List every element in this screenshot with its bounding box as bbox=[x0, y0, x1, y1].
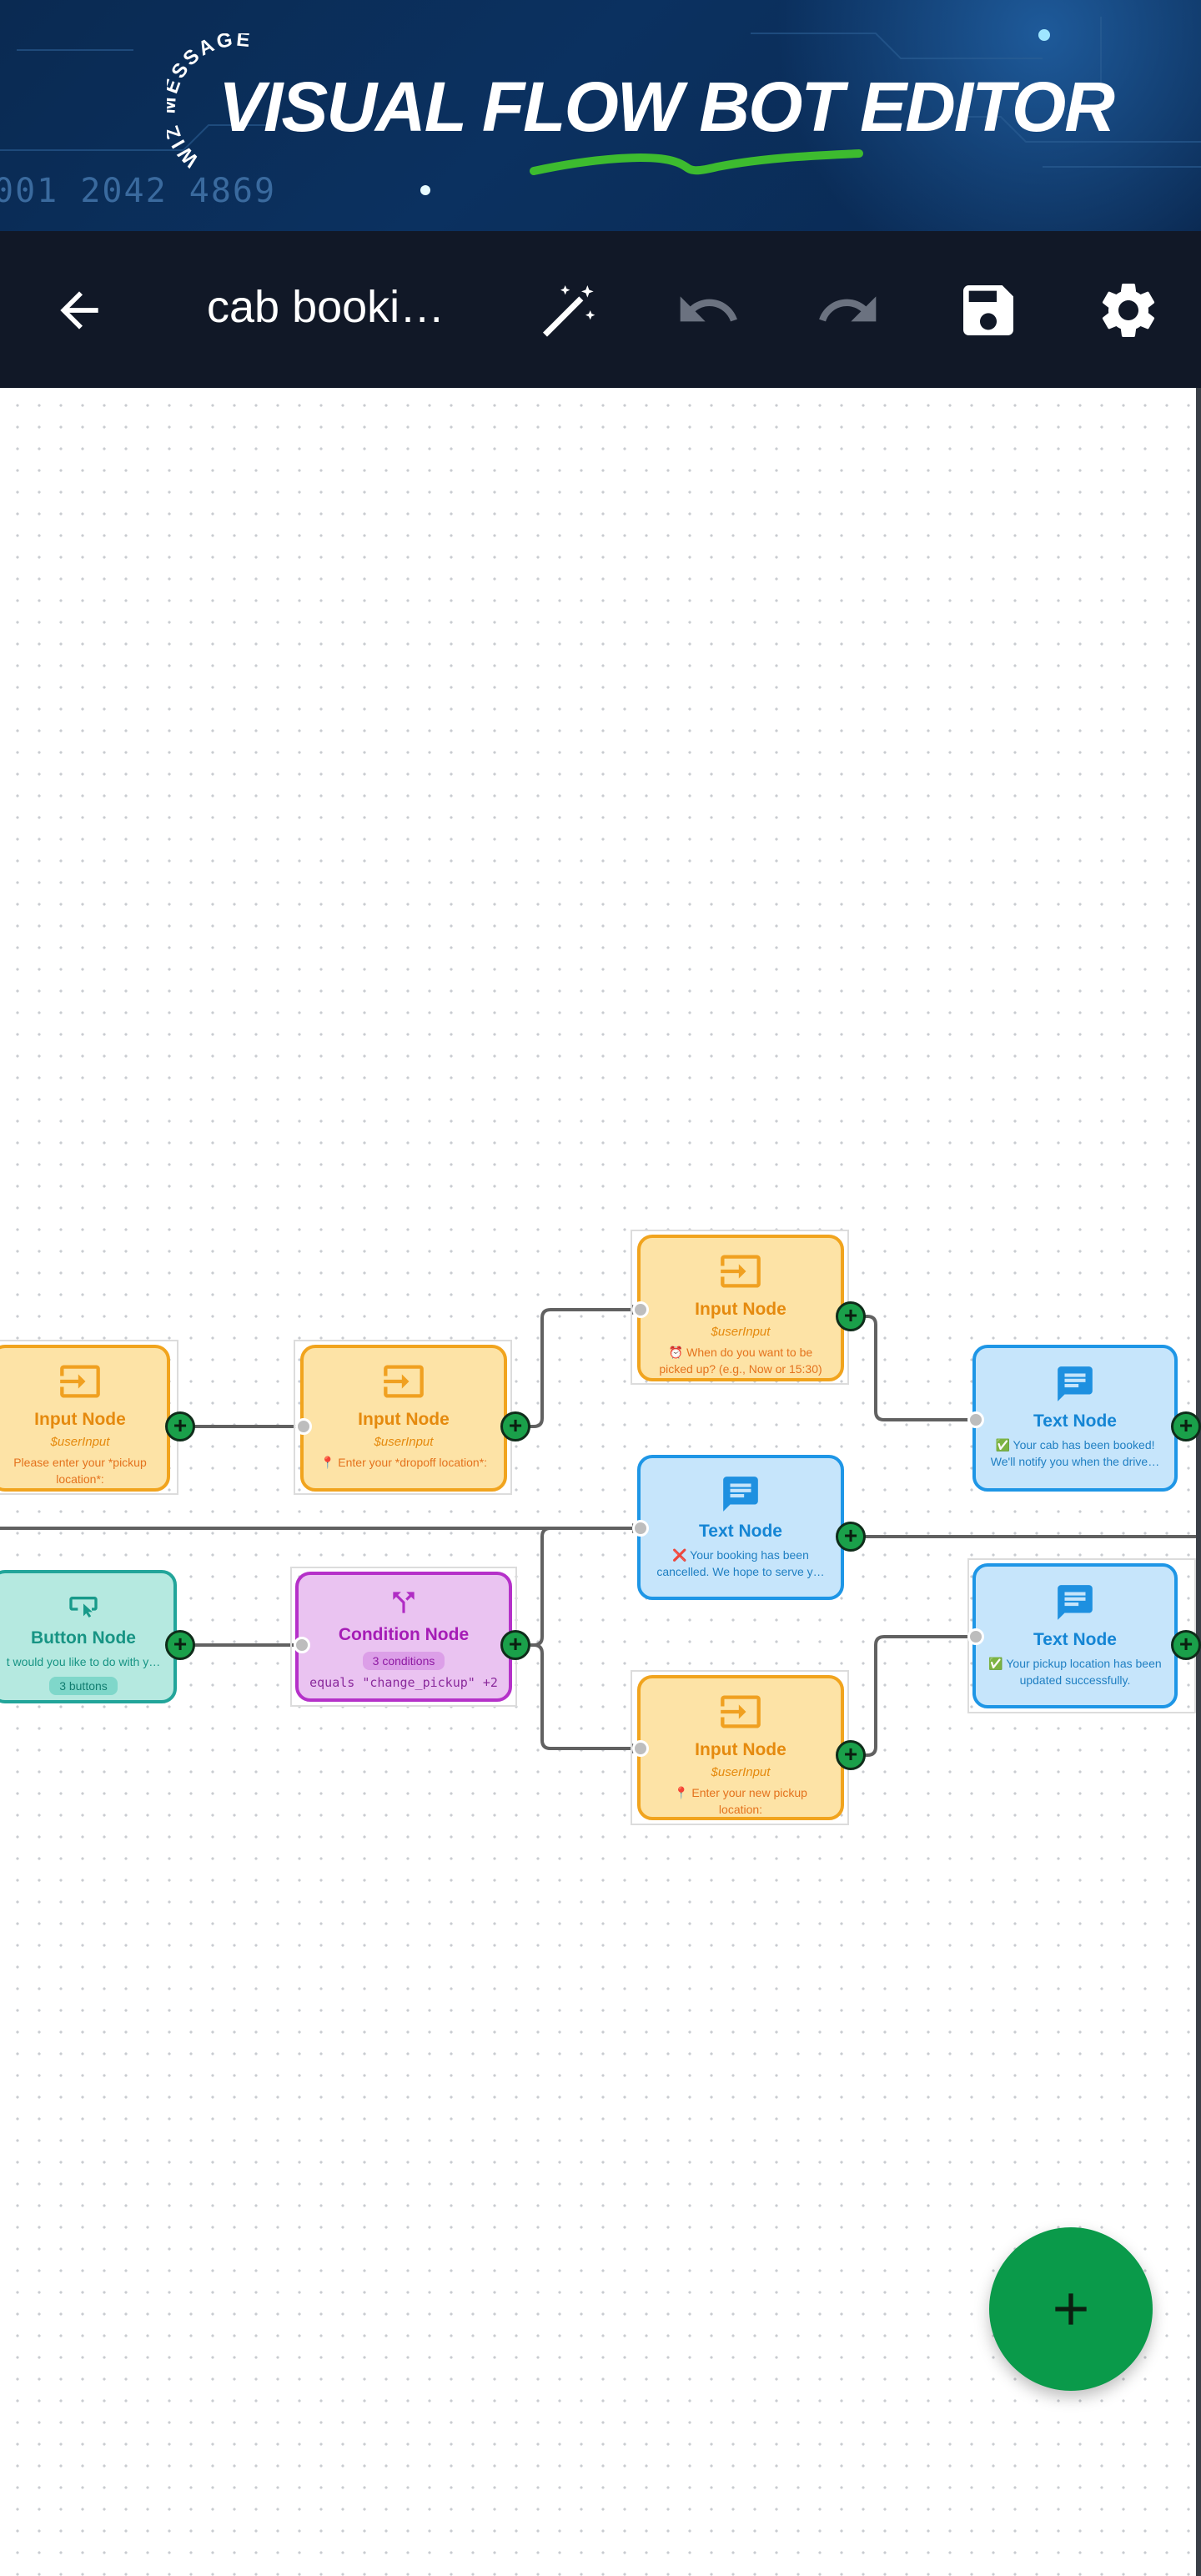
input-node-dropoff[interactable]: Input Node $userInput 📍 Enter your *drop… bbox=[300, 1345, 507, 1492]
input-port[interactable] bbox=[967, 1411, 984, 1428]
node-variable: $userInput bbox=[50, 1435, 110, 1449]
node-description: 📍 Enter your new pickup location: bbox=[674, 1786, 807, 1816]
chat-message-icon bbox=[1058, 1366, 1093, 1401]
text-node-booked[interactable]: Text Node ✅ Your cab has been booked! We… bbox=[972, 1345, 1178, 1492]
undo-button[interactable] bbox=[662, 264, 754, 356]
input-node-pickup-time[interactable]: Input Node $userInput ⏰ When do you want… bbox=[637, 1235, 844, 1381]
header-banner: 001 2042 4869 WIZ MESSAGE VISUAL FLOW BO… bbox=[0, 0, 1201, 231]
input-node-pickup[interactable]: Input Node $userInput Please enter your … bbox=[0, 1345, 170, 1492]
back-button[interactable] bbox=[33, 264, 125, 356]
output-port-plus[interactable]: + bbox=[836, 1522, 866, 1552]
button-node-menu[interactable]: Button Node t would you like to do with … bbox=[0, 1570, 177, 1703]
magic-wand-icon bbox=[543, 285, 595, 337]
button-cursor-icon bbox=[69, 1597, 98, 1618]
redo-button[interactable] bbox=[802, 264, 894, 356]
condition-node[interactable]: Condition Node 3 conditions equals "chan… bbox=[295, 1572, 512, 1702]
settings-gear-icon bbox=[1102, 284, 1155, 337]
input-icon bbox=[384, 1365, 424, 1398]
buttons-count-badge: 3 buttons bbox=[49, 1677, 118, 1695]
input-port[interactable] bbox=[632, 1301, 649, 1318]
node-variable: $userInput bbox=[711, 1325, 771, 1339]
node-title: Input Node bbox=[695, 1740, 786, 1759]
split-branch-icon bbox=[393, 1592, 415, 1613]
input-port[interactable] bbox=[967, 1628, 984, 1645]
banner-digits: 001 2042 4869 bbox=[0, 172, 277, 210]
node-description: Please enter your *pickup location*: bbox=[13, 1456, 147, 1486]
node-description: ✅ Your pickup location has been updated … bbox=[988, 1657, 1162, 1687]
output-port-plus[interactable]: + bbox=[836, 1301, 866, 1331]
back-arrow-icon bbox=[60, 291, 98, 330]
chat-message-icon bbox=[1058, 1585, 1093, 1620]
undo-icon bbox=[680, 296, 737, 322]
output-port-plus[interactable]: + bbox=[165, 1411, 195, 1441]
node-description: ❌ Your booking has been cancelled. We ho… bbox=[656, 1548, 825, 1578]
input-port[interactable] bbox=[632, 1740, 649, 1757]
output-port-plus[interactable]: + bbox=[836, 1740, 866, 1770]
node-variable: $userInput bbox=[374, 1435, 434, 1449]
input-port[interactable] bbox=[295, 1418, 312, 1435]
text-node-updated[interactable]: Text Node ✅ Your pickup location has bee… bbox=[972, 1563, 1178, 1708]
flow-name[interactable]: cab booki… bbox=[207, 282, 445, 332]
node-title: Text Node bbox=[1033, 1630, 1117, 1649]
conditions-count-badge: 3 conditions bbox=[362, 1652, 445, 1670]
save-icon bbox=[963, 285, 1013, 335]
input-icon bbox=[60, 1365, 100, 1398]
canvas-right-edge bbox=[1196, 388, 1201, 2576]
node-title: Input Node bbox=[358, 1410, 450, 1429]
input-node-new-pickup[interactable]: Input Node $userInput 📍 Enter your new p… bbox=[637, 1675, 844, 1820]
node-title: Input Node bbox=[695, 1300, 786, 1319]
add-node-fab[interactable] bbox=[989, 2227, 1153, 2391]
chat-message-icon bbox=[723, 1477, 758, 1512]
node-title: Condition Node bbox=[338, 1625, 470, 1644]
node-title: Text Node bbox=[699, 1522, 782, 1541]
title-underline-swoosh bbox=[530, 149, 863, 175]
plus-icon bbox=[1055, 2293, 1087, 2325]
toolbar: cab booki… bbox=[0, 231, 1201, 388]
node-title: Button Node bbox=[31, 1628, 136, 1648]
node-title: Text Node bbox=[1033, 1411, 1117, 1431]
circuit-background-graphic bbox=[0, 17, 1201, 195]
node-description: ⏰ When do you want to be picked up? (e.g… bbox=[659, 1346, 822, 1376]
input-port[interactable] bbox=[294, 1637, 310, 1653]
node-description: ✅ Your cab has been booked! We'll notify… bbox=[990, 1438, 1160, 1468]
input-icon bbox=[721, 1695, 761, 1728]
input-port[interactable] bbox=[632, 1520, 649, 1537]
settings-button[interactable] bbox=[1083, 264, 1174, 356]
output-port-plus[interactable]: + bbox=[1171, 1630, 1201, 1660]
output-port-plus[interactable]: + bbox=[1171, 1411, 1201, 1441]
output-port-plus[interactable]: + bbox=[500, 1630, 530, 1660]
node-variable: $userInput bbox=[711, 1765, 771, 1779]
banner-title: VISUAL FLOW BOT EDITOR bbox=[219, 68, 1115, 146]
node-description: t would you like to do with y… bbox=[6, 1655, 161, 1668]
redo-icon bbox=[819, 296, 877, 322]
save-button[interactable] bbox=[942, 264, 1034, 356]
brand-arc-text: WIZ MESSAGE bbox=[167, 33, 251, 171]
condition-expression: equals "change_pickup" +2 bbox=[309, 1675, 498, 1690]
node-description: 📍 Enter your *dropoff location*: bbox=[319, 1456, 488, 1469]
node-title: Input Node bbox=[34, 1410, 126, 1429]
text-node-cancelled[interactable]: Text Node ❌ Your booking has been cancel… bbox=[637, 1455, 844, 1600]
output-port-plus[interactable]: + bbox=[165, 1630, 195, 1660]
input-icon bbox=[721, 1255, 761, 1288]
magic-wand-button[interactable] bbox=[522, 264, 614, 356]
output-port-plus[interactable]: + bbox=[500, 1411, 530, 1441]
